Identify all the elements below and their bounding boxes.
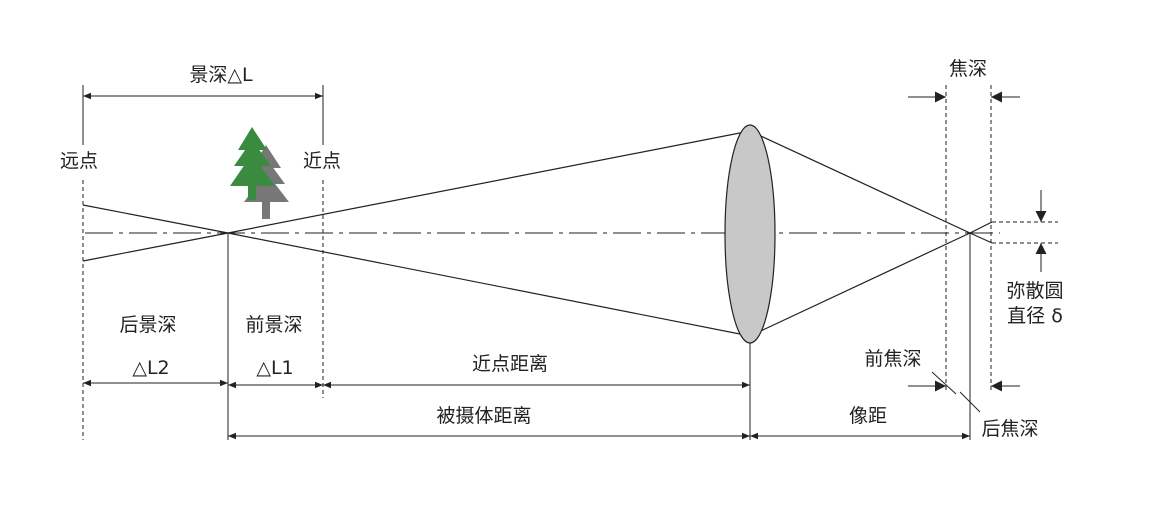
lens	[724, 124, 776, 344]
ray-far-upper	[82, 204, 229, 234]
front-tree-icon	[230, 127, 275, 200]
rear-focus-depth-label: 后焦深	[981, 418, 1038, 440]
rear-focus-depth-leader	[959, 391, 981, 413]
front-dof-label: 前景深	[245, 314, 302, 336]
coc-label-line2: 直径 δ	[1007, 305, 1063, 327]
dof-label: 景深△L	[189, 64, 253, 86]
tree-icon	[230, 127, 289, 219]
ray-to-lens-top	[227, 130, 751, 234]
ray-far-lower	[82, 232, 229, 262]
ray-diverge-upper	[969, 221, 993, 234]
focus-depth-label: 焦深	[949, 58, 987, 80]
subject-distance-label: 被摄体距离	[436, 405, 531, 427]
ray-diverge-lower	[969, 232, 993, 244]
ray-to-lens-bottom	[227, 232, 751, 337]
delta-l2-label: △L2	[132, 357, 169, 379]
delta-l1-label: △L1	[256, 357, 293, 379]
coc-label-line1: 弥散圆	[1006, 280, 1063, 302]
front-focus-depth-label: 前焦深	[864, 348, 921, 370]
ray-lens-top-to-image	[749, 130, 971, 234]
near-distance-label: 近点距离	[472, 353, 548, 375]
rear-dof-label: 后景深	[119, 314, 176, 336]
ray-lens-bottom-to-image	[749, 232, 971, 337]
far-point-label: 远点	[60, 150, 98, 172]
image-distance-label: 像距	[849, 405, 887, 427]
near-point-label: 近点	[303, 150, 341, 172]
front-focus-depth-leader	[931, 371, 957, 395]
